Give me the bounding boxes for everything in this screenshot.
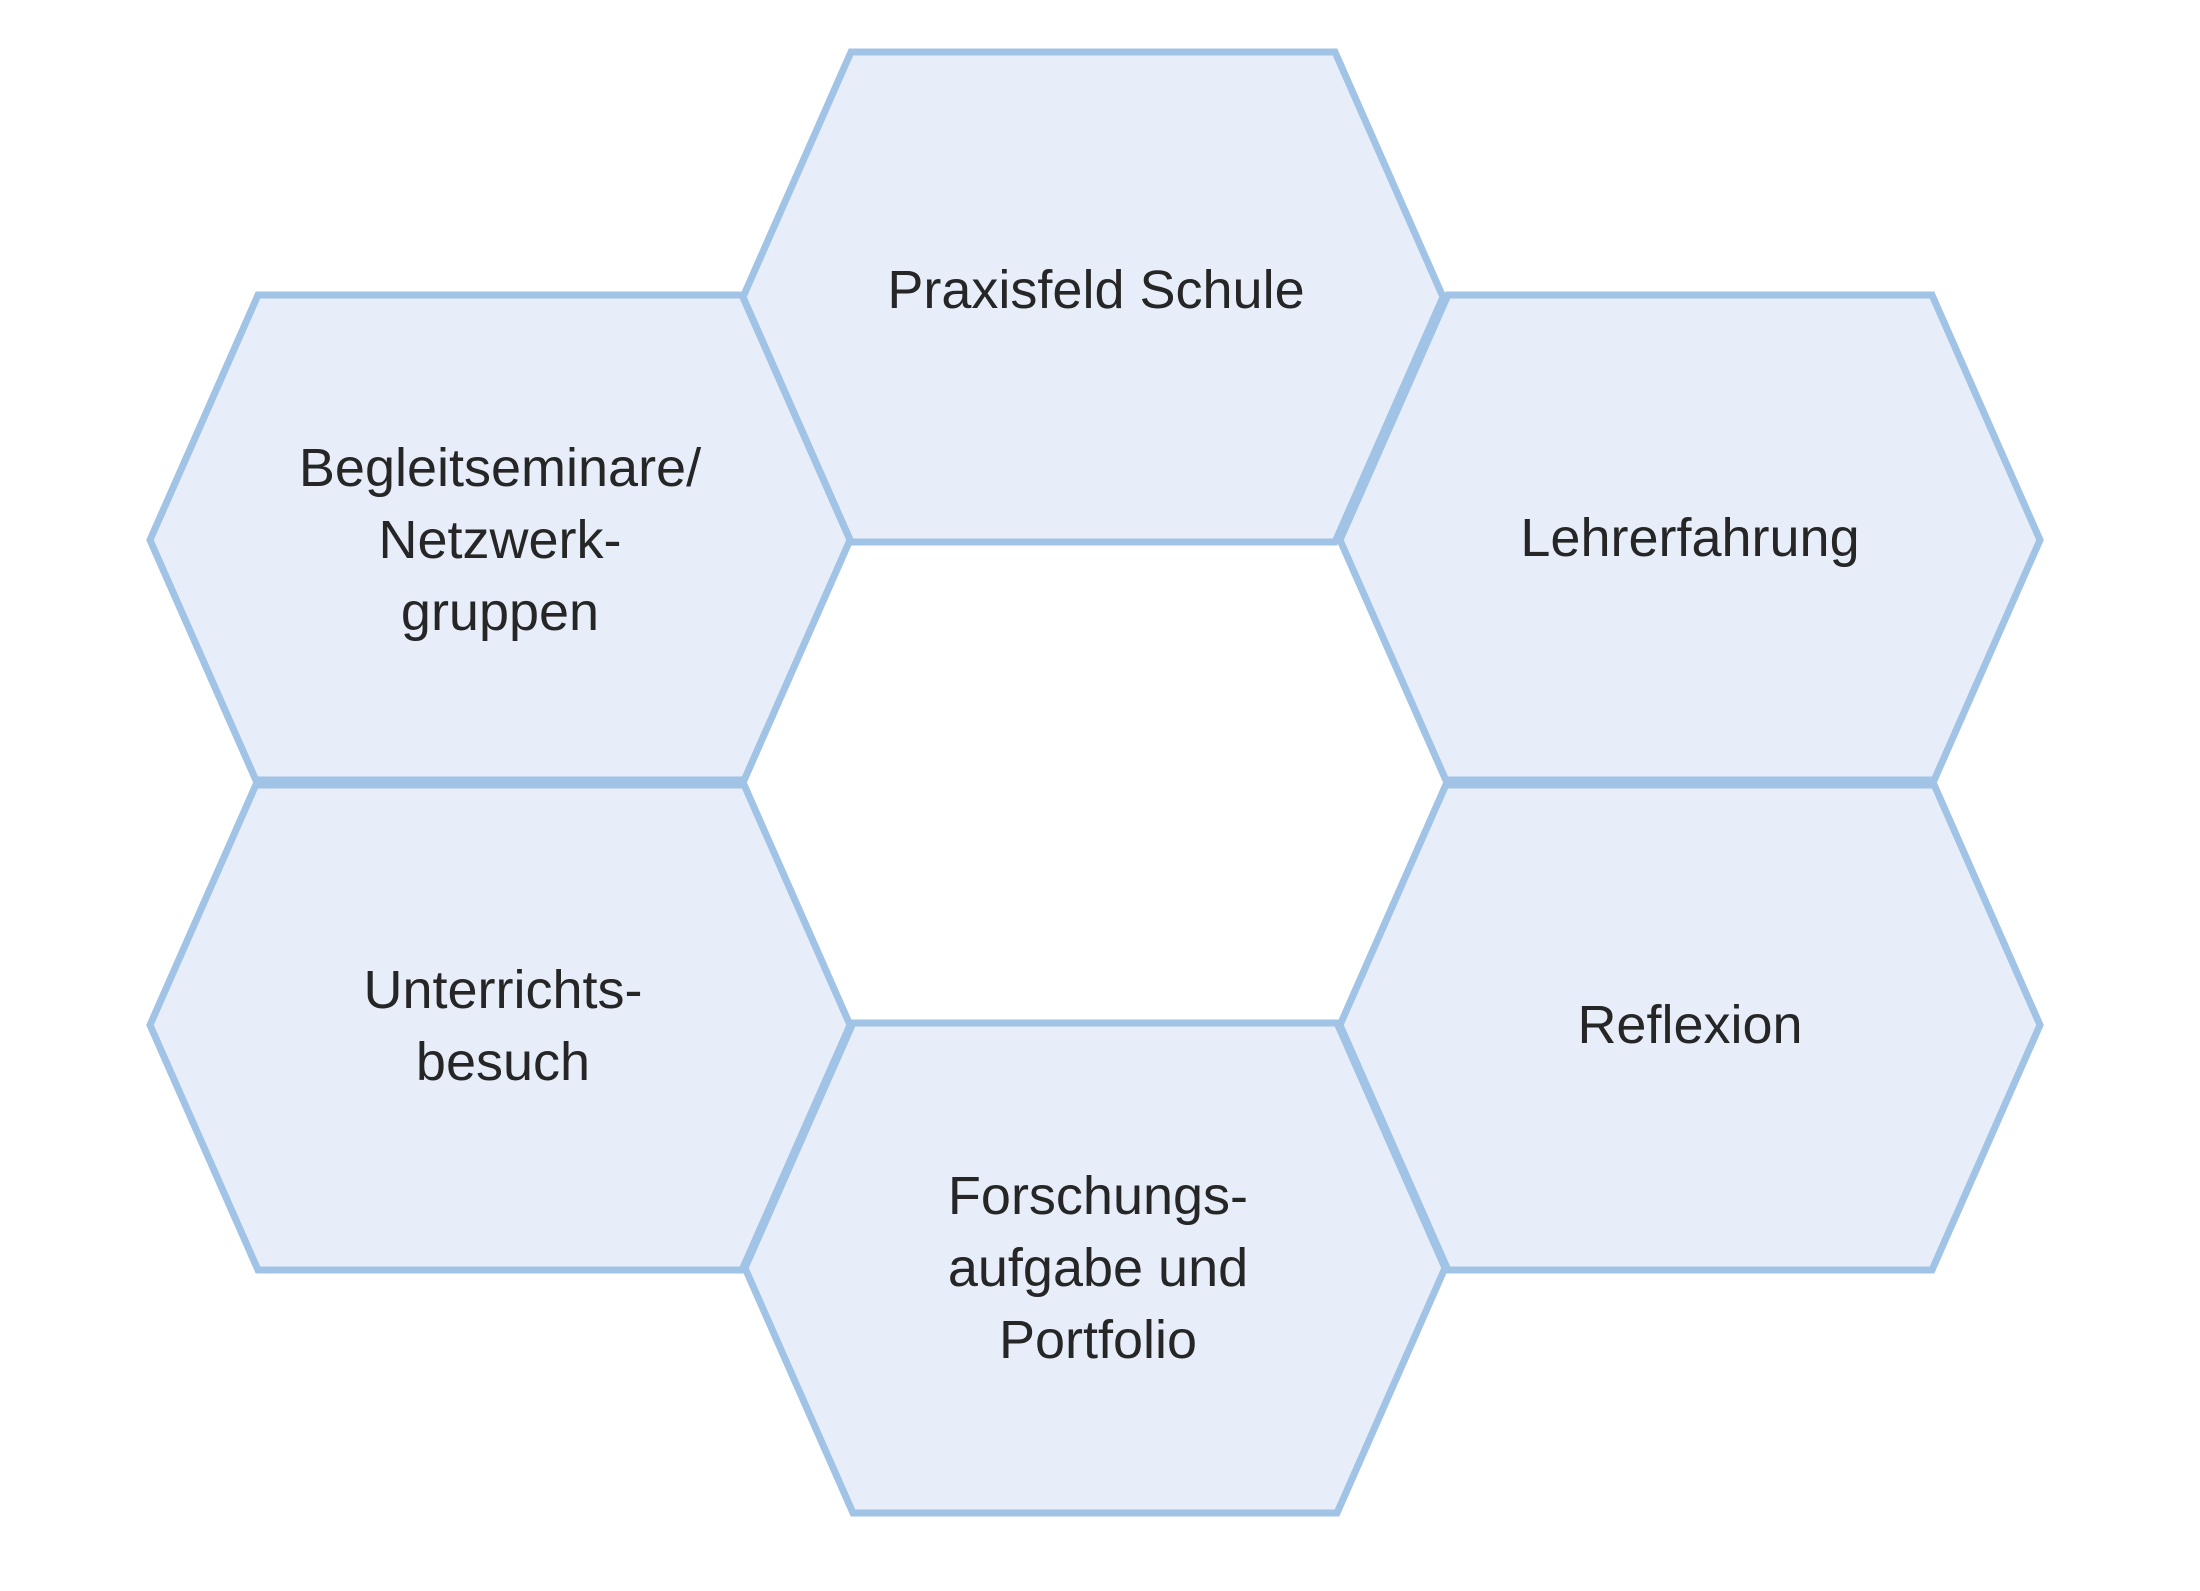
hexagon-upper-right-shape <box>1340 295 2040 785</box>
hexagon-top-shape <box>743 52 1443 542</box>
hexagon-top-border <box>739 48 1447 546</box>
hexagon-lower-left-shape <box>150 780 850 1270</box>
hexagon-lower-right-shape <box>1340 780 2040 1270</box>
hexagon-label-praxisfeld-schule: Praxisfeld Schule <box>887 260 1305 320</box>
hexagon-label-lehrerfahrung: Lehrerfahrung <box>1520 508 1860 568</box>
hexagon-upper-left-shape <box>150 295 850 785</box>
hexagon-bottom-shape <box>745 1023 1445 1513</box>
hexagon-label-unterrichtsbesuch: Unterrichts- besuch <box>363 960 643 1092</box>
hexagon-borders <box>146 48 2044 1517</box>
hexagon-label-forschungsaufgabe-portfolio: Forschungs- aufgabe und Portfolio <box>947 1166 1249 1370</box>
hexagon-bottom-border <box>741 1019 1449 1517</box>
hexagon-label-reflexion: Reflexion <box>1577 995 1803 1055</box>
hexagon-fills <box>150 52 2040 1513</box>
hexagon-label-begleitseminare-netzwerkgruppen: Begleitseminare/ Netzwerk- gruppen <box>298 438 702 642</box>
hexagon-lower-right-border <box>1336 776 2044 1274</box>
